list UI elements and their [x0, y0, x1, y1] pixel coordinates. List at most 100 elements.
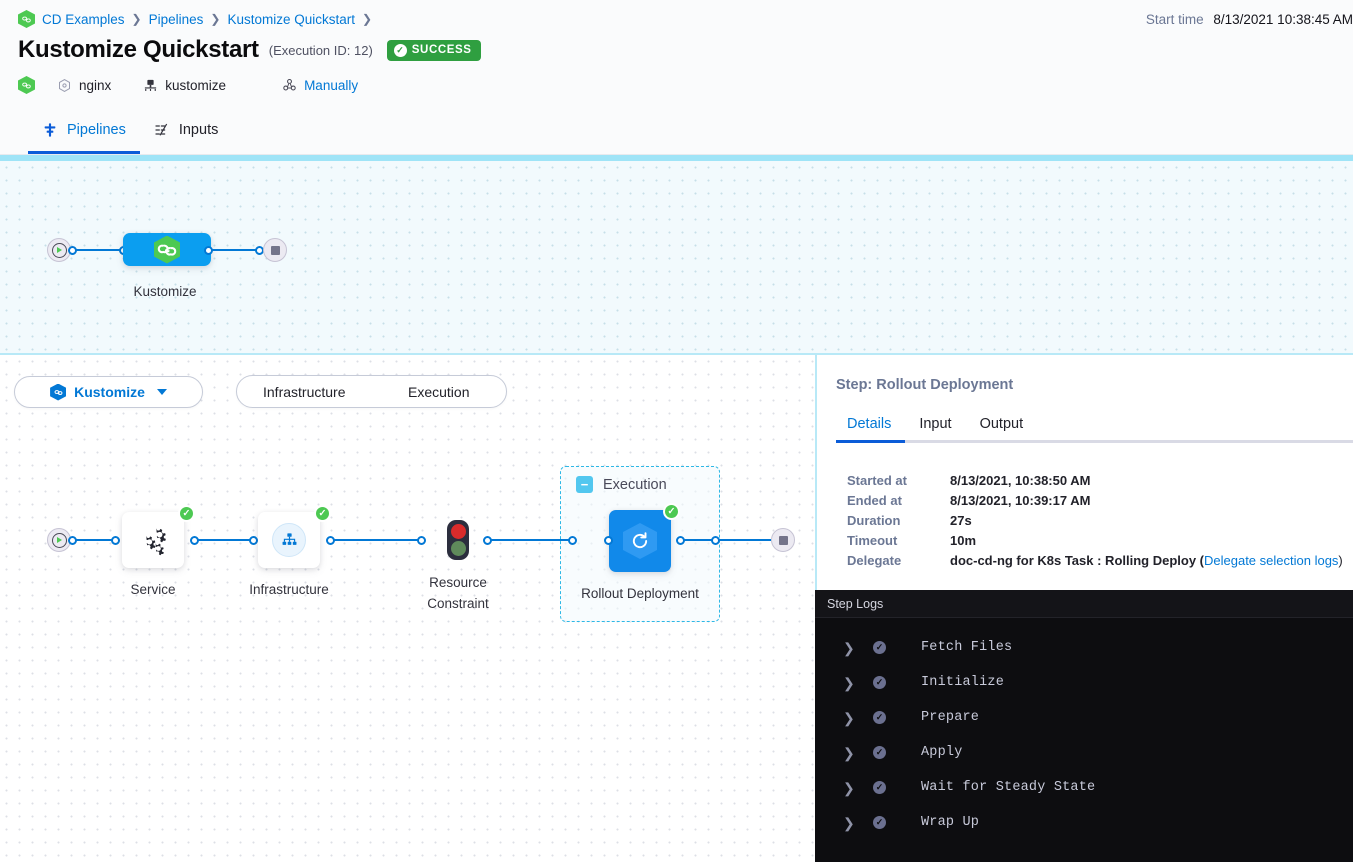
edge: [76, 249, 124, 251]
chevron-right-icon[interactable]: ❯: [843, 814, 855, 831]
chevron-right-icon[interactable]: ❯: [843, 779, 855, 796]
stage-end-node[interactable]: [771, 528, 795, 552]
rollout-icon: [623, 523, 657, 559]
step-node-service-label: Service: [130, 582, 176, 597]
harness-hex-icon: [18, 10, 35, 28]
step-logs-panel: Step Logs ❯ ✓ Fetch Files ❯ ✓ Initialize…: [815, 590, 1353, 862]
tab-inputs[interactable]: Inputs: [140, 112, 233, 154]
execution-id: (Execution ID: 12): [268, 42, 373, 58]
edge: [334, 539, 422, 541]
log-row[interactable]: ❯ ✓ Apply: [815, 735, 1353, 770]
infrastructure-tree-icon: [272, 523, 306, 557]
step-logs-body: ❯ ✓ Fetch Files ❯ ✓ Initialize ❯ ✓ Prepa…: [815, 618, 1353, 840]
execution-group-label: Execution: [603, 476, 667, 493]
detail-value-delegate: doc-cd-ng for K8s Task : Rolling Deploy …: [950, 553, 1343, 568]
detail-row: Duration 27s: [847, 510, 1347, 530]
log-row-label: Fetch Files: [921, 640, 1013, 655]
kustomize-hex-icon: [50, 383, 67, 401]
stage-view-segmented-control[interactable]: Infrastructure Execution: [236, 375, 507, 408]
status-success-icon: ✓: [873, 711, 886, 724]
port: [417, 535, 426, 545]
pipeline-canvas[interactable]: ✓ Kustomize: [0, 155, 1353, 353]
stage-selector-button[interactable]: Kustomize: [14, 376, 203, 408]
detail-value-started-at: 8/13/2021, 10:38:50 AM: [950, 472, 1091, 488]
pipeline-end-node[interactable]: [263, 238, 287, 262]
step-logs-header: Step Logs: [815, 590, 1353, 618]
chevron-right-icon[interactable]: ❯: [843, 639, 855, 656]
step-detail-list: Started at 8/13/2021, 10:38:50 AM Ended …: [847, 470, 1347, 570]
edge: [684, 539, 712, 541]
meta-item-trigger[interactable]: Manually: [282, 78, 358, 93]
breadcrumb: CD Examples ❯ Pipelines ❯ Kustomize Quic…: [18, 10, 372, 28]
breadcrumb-item-cd-examples[interactable]: CD Examples: [42, 11, 125, 27]
log-row[interactable]: ❯ ✓ Wait for Steady State: [815, 770, 1353, 805]
detail-key-ended-at: Ended at: [847, 492, 902, 508]
service-hex-icon: [59, 78, 70, 92]
log-row-label: Wait for Steady State: [921, 780, 1096, 795]
breadcrumb-separator: ❯: [362, 12, 373, 26]
stage-node-kustomize[interactable]: [123, 233, 211, 266]
detail-key-started-at: Started at: [847, 472, 907, 488]
edge: [76, 539, 116, 541]
step-node-resource-constraint-label: Resource Constraint: [427, 575, 489, 611]
status-success-icon: ✓: [873, 781, 886, 794]
panel-tab-details[interactable]: Details: [836, 410, 906, 443]
page-header: CD Examples ❯ Pipelines ❯ Kustomize Quic…: [0, 0, 1353, 155]
step-node-resource-constraint[interactable]: [447, 520, 469, 560]
step-node-rollout-deployment[interactable]: [609, 510, 671, 572]
detail-value-ended-at: 8/13/2021, 10:39:17 AM: [950, 492, 1091, 508]
log-row-label: Prepare: [921, 710, 980, 725]
step-node-rollout-deployment-label: Rollout Deployment: [581, 586, 699, 601]
meta-item-trigger-label[interactable]: Manually: [304, 77, 359, 93]
status-success-icon: ✓: [314, 505, 331, 522]
log-row[interactable]: ❯ ✓ Wrap Up: [815, 805, 1353, 840]
collapse-icon[interactable]: −: [576, 476, 593, 493]
play-icon: [51, 242, 67, 258]
segment-execution[interactable]: Execution: [408, 383, 470, 400]
play-icon: [51, 532, 67, 548]
start-time-label: Start time: [1145, 12, 1204, 27]
port: [568, 535, 577, 545]
delegate-selection-logs-link[interactable]: Delegate selection logs: [1204, 552, 1339, 568]
pipeline-start-node[interactable]: [47, 238, 71, 262]
panel-tab-output[interactable]: Output: [979, 416, 1024, 432]
edge: [491, 539, 573, 541]
log-row[interactable]: ❯ ✓ Prepare: [815, 700, 1353, 735]
log-row-label: Apply: [921, 745, 963, 760]
edge: [719, 539, 771, 541]
log-row[interactable]: ❯ ✓ Fetch Files: [815, 630, 1353, 665]
stop-icon: [270, 245, 280, 255]
breadcrumb-separator: ❯: [210, 12, 221, 26]
detail-value-timeout: 10m: [950, 532, 977, 548]
stage-canvas[interactable]: Kustomize Infrastructure Execution − Exe…: [0, 353, 815, 862]
execution-group-title: − Execution: [576, 476, 667, 493]
delegate-text-end: ): [1338, 552, 1343, 568]
log-row[interactable]: ❯ ✓ Initialize: [815, 665, 1353, 700]
breadcrumb-item-kustomize-quickstart[interactable]: Kustomize Quickstart: [227, 11, 355, 27]
meta-item-infrastructure: kustomize: [143, 78, 226, 93]
chevron-right-icon[interactable]: ❯: [843, 674, 855, 691]
status-badge-label: SUCCESS: [411, 44, 472, 56]
panel-tab-input[interactable]: Input: [919, 416, 952, 432]
step-node-infrastructure[interactable]: [258, 512, 320, 568]
execution-meta-row: nginx kustomize Manually: [18, 76, 358, 94]
step-node-service[interactable]: [122, 512, 184, 568]
page-title: Kustomize Quickstart: [18, 36, 259, 63]
panel-tabs: Details Input Output: [836, 410, 1353, 443]
segment-infrastructure[interactable]: Infrastructure: [263, 383, 346, 400]
chevron-right-icon[interactable]: ❯: [843, 709, 855, 726]
chevron-right-icon[interactable]: ❯: [843, 744, 855, 761]
port: [604, 535, 613, 545]
traffic-light-red-icon: [450, 524, 466, 539]
tab-pipelines[interactable]: Pipelines: [28, 112, 140, 154]
breadcrumb-item-pipelines[interactable]: Pipelines: [148, 11, 204, 27]
kustomize-hex-icon: [154, 235, 180, 264]
service-gears-icon: [146, 528, 166, 556]
status-success-icon: ✓: [178, 505, 195, 522]
stop-icon: [778, 535, 788, 545]
log-row-label: Wrap Up: [921, 815, 980, 830]
breadcrumb-separator: ❯: [131, 12, 142, 26]
header-tabs: Pipelines Inputs: [28, 112, 232, 154]
traffic-light-green-icon: [450, 541, 466, 556]
stage-start-node[interactable]: [47, 528, 71, 552]
